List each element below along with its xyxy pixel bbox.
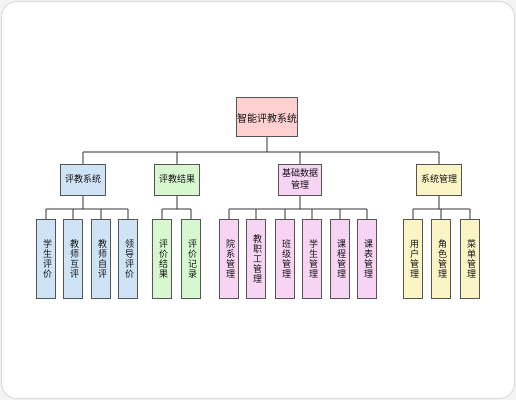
leaf-node: 院系管理 <box>219 219 239 299</box>
leaf-node: 学生评价 <box>36 219 56 299</box>
leaf-node: 角色管理 <box>431 219 451 299</box>
leaf-node-label: 学生管理 <box>307 239 317 279</box>
branch-node-3-label: 基础数据 管理 <box>281 169 318 191</box>
leaf-node: 教师自评 <box>91 219 111 299</box>
leaf-node-label: 评价结果 <box>157 239 167 279</box>
leaf-node: 领导评价 <box>118 219 138 299</box>
leaf-node-label: 领导评价 <box>123 239 133 279</box>
leaf-node-label: 课表管理 <box>362 239 372 279</box>
branch-node-1-label: 评教系统 <box>64 175 101 185</box>
branch-node-3: 基础数据 管理 <box>278 164 322 196</box>
leaf-node-label: 院系管理 <box>224 239 234 279</box>
leaf-node: 课表管理 <box>357 219 377 299</box>
leaf-node: 用户管理 <box>403 219 423 299</box>
leaf-node: 教师互评 <box>63 219 83 299</box>
leaf-node: 课程管理 <box>330 219 350 299</box>
branch-node-1: 评教系统 <box>60 164 106 196</box>
branch-node-4-label: 系统管理 <box>420 175 457 185</box>
leaf-node-label: 评价记录 <box>186 239 196 279</box>
root-node-label: 智能评教系统 <box>237 113 297 125</box>
branch-node-4: 系统管理 <box>416 164 462 196</box>
leaf-node: 评价结果 <box>152 219 172 299</box>
leaf-node-label: 教师互评 <box>68 239 78 279</box>
leaf-node: 评价记录 <box>181 219 201 299</box>
leaf-node-label: 课程管理 <box>335 239 345 279</box>
leaf-node-label: 教职工管理 <box>251 234 261 284</box>
leaf-node-label: 角色管理 <box>436 239 446 279</box>
leaf-node: 学生管理 <box>302 219 322 299</box>
branch-node-2: 评教结果 <box>154 164 200 196</box>
leaf-node-label: 用户管理 <box>408 239 418 279</box>
leaf-node-label: 班级管理 <box>280 239 290 279</box>
leaf-node-label: 菜单管理 <box>465 239 475 279</box>
leaf-node: 菜单管理 <box>460 219 480 299</box>
leaf-node-label: 教师自评 <box>96 239 106 279</box>
leaf-node-label: 学生评价 <box>41 239 51 279</box>
branch-node-2-label: 评教结果 <box>158 175 195 185</box>
leaf-node: 教职工管理 <box>246 219 266 299</box>
root-node: 智能评教系统 <box>236 97 298 137</box>
leaf-node: 班级管理 <box>275 219 295 299</box>
